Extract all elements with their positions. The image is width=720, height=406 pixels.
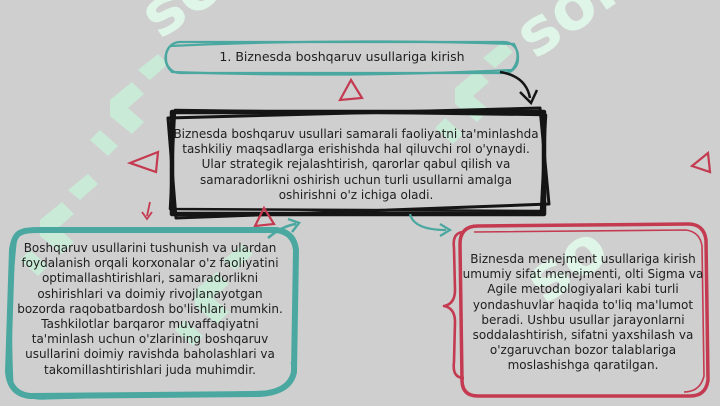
left-box-outline bbox=[5, 227, 299, 400]
center-box-outline bbox=[166, 106, 551, 220]
left-box-text: Boshqaruv usullarini tushunish va ularda… bbox=[17, 241, 283, 377]
arrow-center-to-right bbox=[408, 213, 447, 232]
curly-bracket-icon bbox=[442, 230, 465, 380]
svg-text:sor: sor bbox=[502, 0, 638, 73]
center-box-text: Biznesda boshqaruv usullari samarali fao… bbox=[173, 127, 539, 202]
arrowhead-up-right-icon bbox=[287, 217, 302, 233]
arrowhead-right-icon bbox=[439, 223, 453, 237]
right-box-text: Biznesda menejment usullariga kirish umu… bbox=[462, 252, 704, 373]
arrow-title-to-center bbox=[499, 70, 532, 99]
triangle-icon bbox=[689, 150, 712, 174]
arrowhead-small-icon bbox=[141, 211, 153, 221]
triangle-icon bbox=[338, 77, 364, 102]
title-box-outline bbox=[164, 40, 520, 76]
triangle-icon bbox=[253, 205, 276, 228]
right-box-outline bbox=[442, 222, 710, 398]
arrow-small-down bbox=[146, 201, 151, 217]
arrowhead-down-icon bbox=[519, 89, 539, 106]
triangle-icon bbox=[126, 150, 160, 174]
title-text: 1. Biznesda boshqaruv usullariga kirish bbox=[219, 49, 465, 64]
